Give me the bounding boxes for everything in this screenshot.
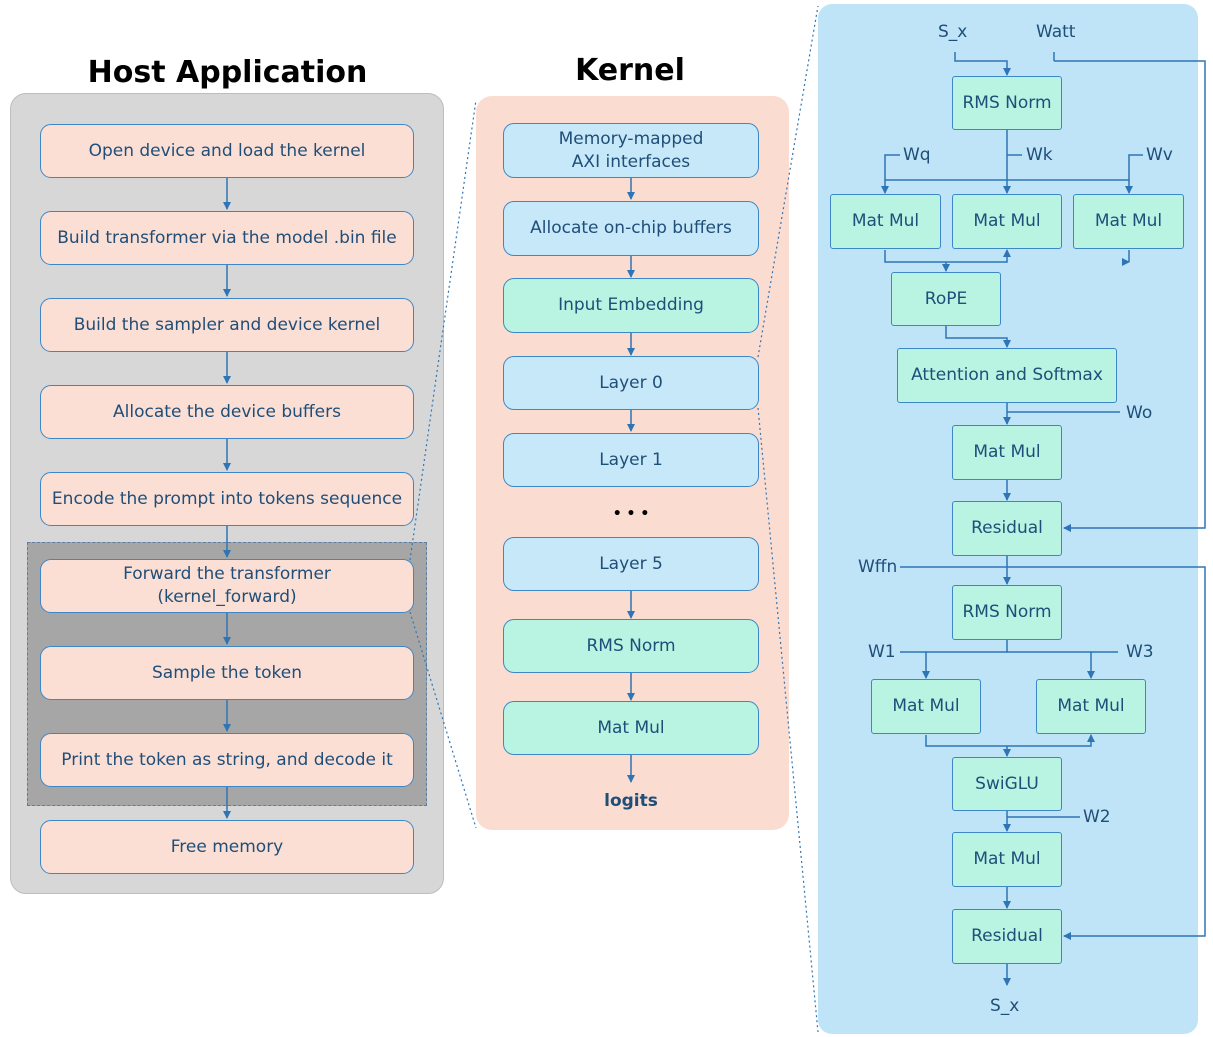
layer-residual-2: Residual [952,909,1062,964]
layer-weight-w1: W1 [868,642,896,662]
layer-matmul-o: Mat Mul [952,425,1062,480]
layer-matmul-w2: Mat Mul [952,832,1062,887]
layer-matmul-q: Mat Mul [830,194,941,249]
layer-rms-norm-1: RMS Norm [952,76,1062,130]
layer-matmul-v: Mat Mul [1073,194,1184,249]
layer-matmul-k: Mat Mul [952,194,1062,249]
layer-weight-wffn: Wffn [858,557,898,577]
layer-weight-w3: W3 [1126,642,1154,662]
kernel-rms-norm: RMS Norm [503,619,759,673]
layer-weight-wv: Wv [1146,145,1173,165]
host-step-sample-token: Sample the token [40,646,414,700]
layer-matmul-w1: Mat Mul [871,679,981,734]
host-step-open-device: Open device and load the kernel [40,124,414,178]
layer-residual-1: Residual [952,501,1062,556]
layer-weight-watt: Watt [1036,22,1076,42]
kernel-mat-mul: Mat Mul [503,701,759,755]
host-step-print-token: Print the token as string, and decode it [40,733,414,787]
layer-weight-wo: Wo [1126,403,1153,423]
layer-attention-softmax: Attention and Softmax [897,348,1117,403]
kernel-input-embedding: Input Embedding [503,278,759,333]
layer-weight-w2: W2 [1083,807,1111,827]
kernel-title: Kernel [575,53,685,88]
host-step-build-transformer: Build transformer via the model .bin fil… [40,211,414,265]
host-step-forward-transformer: Forward the transformer (kernel_forward) [40,559,414,613]
layer-weight-wq: Wq [903,145,931,165]
kernel-layer-5: Layer 5 [503,537,759,591]
host-step-build-sampler: Build the sampler and device kernel [40,298,414,352]
layer-rope: RoPE [891,272,1001,326]
kernel-ellipsis: • • • [612,506,650,522]
host-title: Host Application [87,55,368,90]
layer-output-sx: S_x [990,996,1020,1016]
kernel-layer-0: Layer 0 [503,356,759,410]
layer-weight-wk: Wk [1026,145,1053,165]
kernel-onchip-buffers: Allocate on-chip buffers [503,201,759,256]
kernel-axi-interfaces: Memory-mapped AXI interfaces [503,123,759,178]
host-step-free-memory: Free memory [40,820,414,874]
layer-input-sx: S_x [938,22,968,42]
host-step-encode-prompt: Encode the prompt into tokens sequence [40,472,414,526]
layer-swiglu: SwiGLU [952,757,1062,811]
layer-matmul-w3: Mat Mul [1036,679,1146,734]
host-step-allocate-buffers: Allocate the device buffers [40,385,414,439]
kernel-logits-label: logits [604,791,658,811]
layer-rms-norm-2: RMS Norm [952,585,1062,640]
kernel-layer-1: Layer 1 [503,433,759,487]
